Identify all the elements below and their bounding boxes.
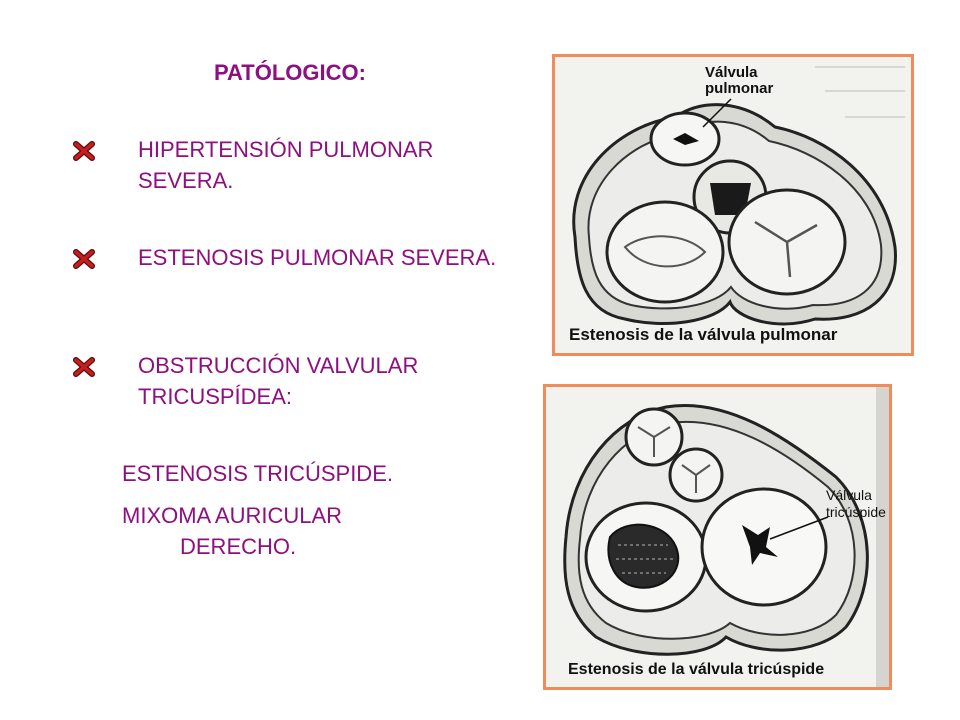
figure-caption: Estenosis de la válvula tricúspide	[568, 661, 825, 678]
slide-heading: PATÓLOGICO:	[214, 60, 366, 85]
figure-label-line: Válvula	[705, 64, 758, 81]
bullet-text: HIPERTENSIÓN PULMONAR SEVERA.	[138, 137, 434, 193]
figure-tricuspid-stenosis: Válvula tricúspide Estenosis de la válvu…	[543, 384, 892, 690]
bullet-text: OBSTRUCCIÓN VALVULAR TRICUSPÍDEA:	[138, 353, 419, 409]
figure-label-line: pulmonar	[705, 80, 774, 97]
figure-label-line: Válvula	[826, 487, 872, 503]
x-mark-icon	[73, 141, 95, 161]
x-mark-icon	[73, 249, 95, 269]
sub-item-mixoma-continuation: DERECHO.	[180, 534, 297, 559]
sub-item-mixoma: MIXOMA AURICULAR	[122, 503, 343, 528]
bullet-text: ESTENOSIS PULMONAR SEVERA.	[138, 245, 497, 270]
figure-caption: Estenosis de la válvula pulmonar	[569, 325, 838, 344]
sub-item-estenosis-tricuspide: ESTENOSIS TRICÚSPIDE.	[122, 461, 393, 486]
x-mark-icon	[73, 357, 95, 377]
figure-label-line: tricúspide	[826, 504, 886, 520]
heart-valves-illustration	[546, 387, 889, 687]
figure-label: Válvula tricúspide	[826, 487, 886, 521]
heart-valves-illustration	[555, 57, 911, 353]
figure-pulmonary-stenosis: Válvula pulmonar Estenosis de la válvula…	[552, 54, 914, 356]
figure-label: Válvula pulmonar	[705, 65, 773, 97]
